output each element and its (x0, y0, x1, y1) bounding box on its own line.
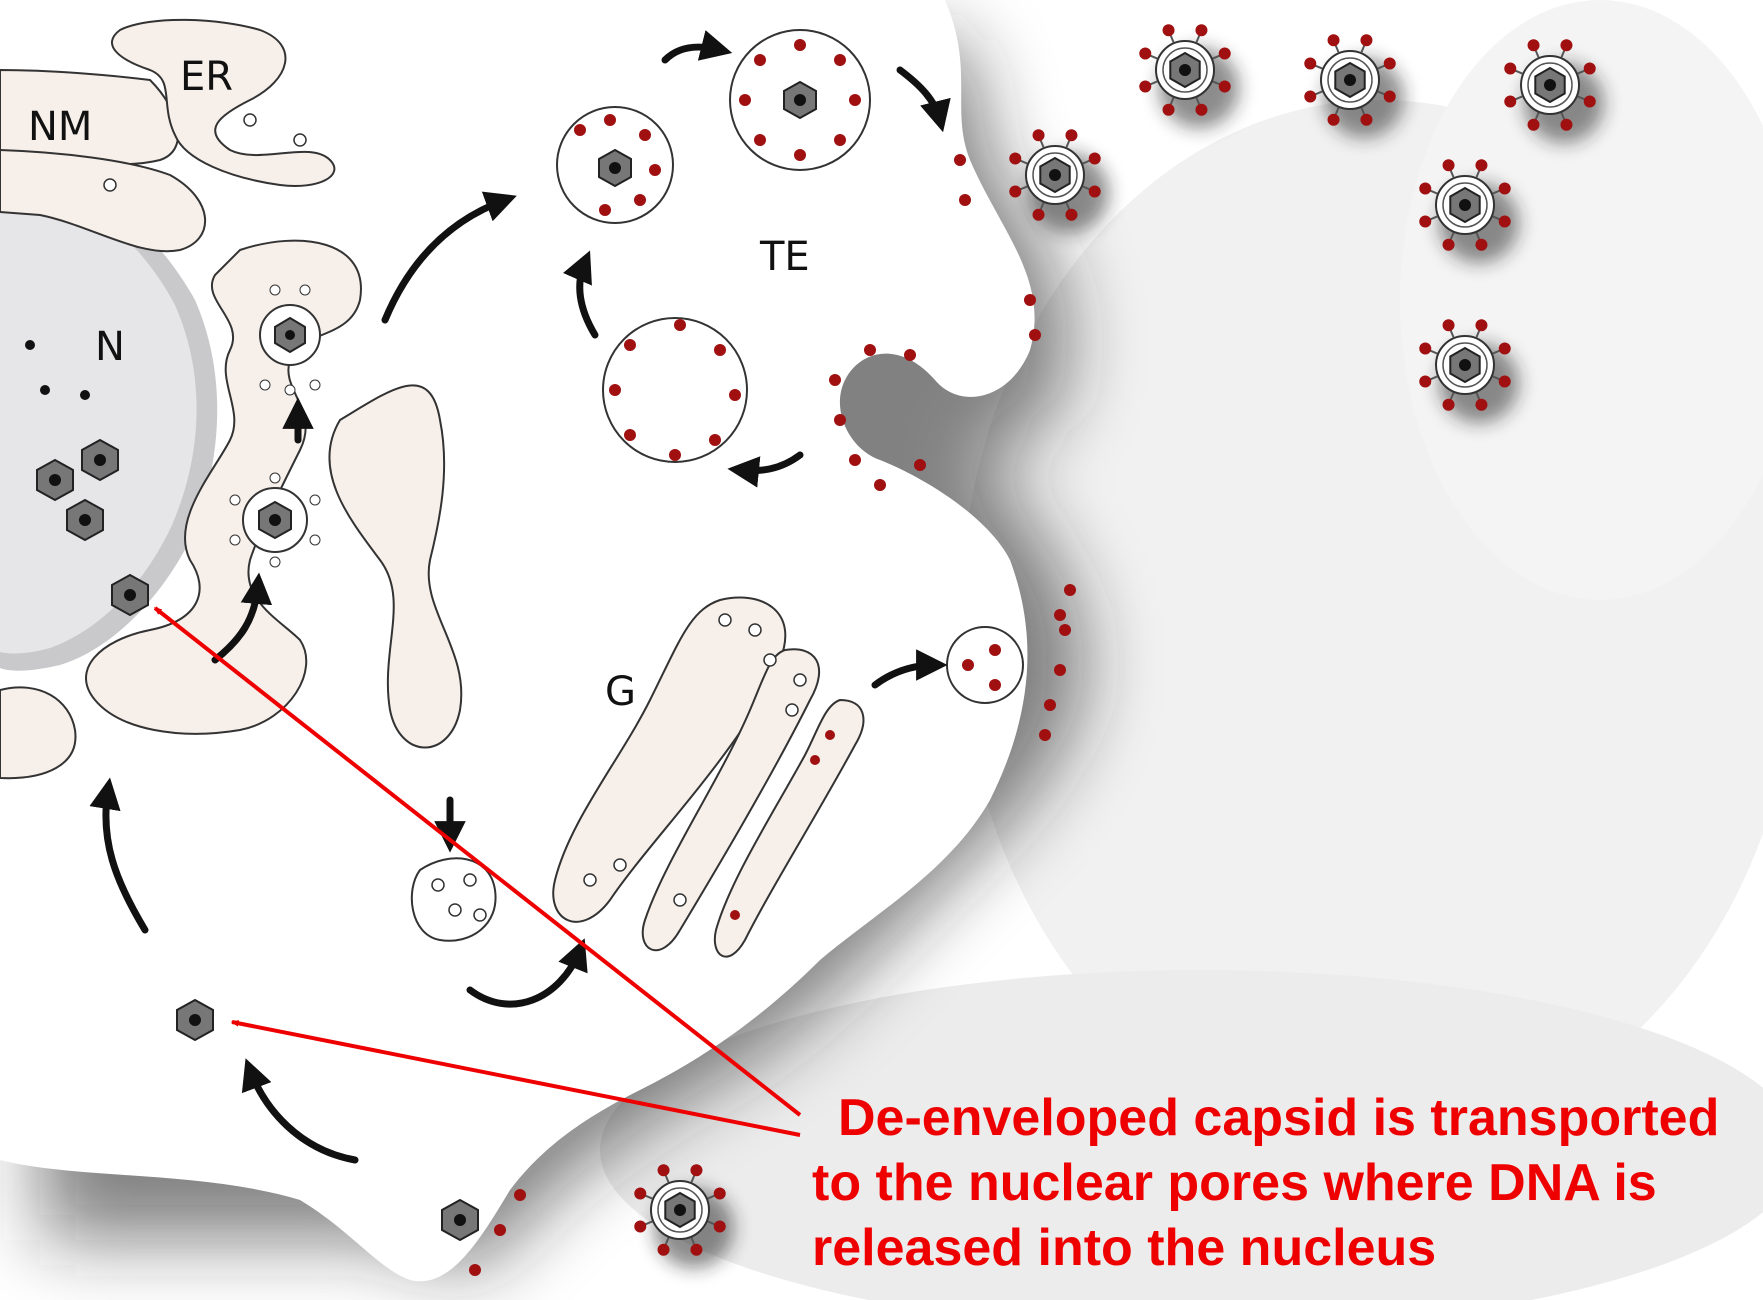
label-nuclear-membrane: NM (28, 104, 92, 150)
nucleolus-dot (80, 390, 90, 400)
transport-vesicle (947, 627, 1023, 703)
nucleolus-dot (25, 340, 35, 350)
annotation-line-3: released into the nucleus (812, 1219, 1436, 1277)
label-golgi: G (605, 669, 636, 715)
nucleolus-dot (40, 385, 50, 395)
virion-icon (1139, 24, 1239, 128)
label-endoplasmic-reticulum: ER (180, 54, 233, 100)
budding-vesicle (412, 858, 496, 940)
annotation-line-1: De-enveloped capsid is transported (838, 1089, 1719, 1147)
entering-capsid (442, 1200, 478, 1240)
annotation-line-2: to the nuclear pores where DNA is (812, 1154, 1657, 1212)
free-capsid (177, 1000, 213, 1040)
label-nucleus: N (95, 324, 125, 370)
label-trans-endosome: TE (759, 234, 810, 280)
endosome-3 (603, 318, 747, 462)
